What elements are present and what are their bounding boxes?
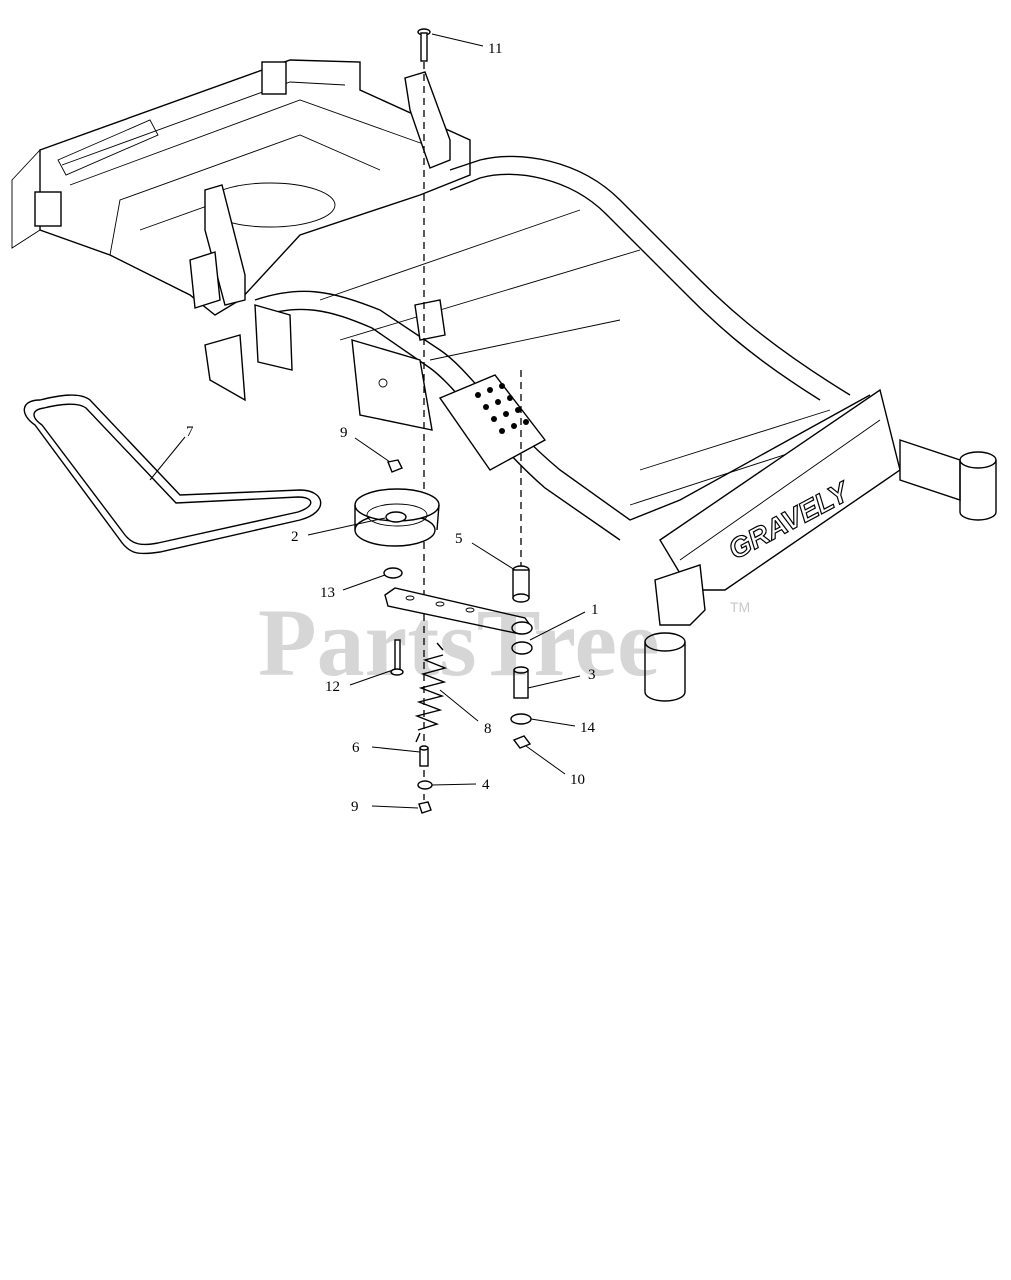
callout-10: 10 <box>570 772 585 788</box>
callout-7: 7 <box>186 424 194 440</box>
callout-13: 13 <box>320 585 335 601</box>
nut-10 <box>512 735 532 749</box>
washer-14 <box>510 713 532 725</box>
watermark-logo: PartsTree <box>258 589 660 696</box>
washer-4 <box>417 780 433 790</box>
bushing-1 <box>511 621 533 655</box>
callout-labels: 11 7 9 2 5 13 1 3 12 8 14 6 4 10 9 <box>186 41 599 815</box>
callout-9-top: 9 <box>340 425 348 441</box>
callout-2: 2 <box>291 529 299 545</box>
pin-6 <box>419 745 429 767</box>
callout-9-bottom: 9 <box>351 799 359 815</box>
spring-8 <box>414 642 448 743</box>
callout-1: 1 <box>591 602 599 618</box>
nut-9-top <box>387 459 403 473</box>
callout-3: 3 <box>588 667 596 683</box>
callout-12: 12 <box>325 679 340 695</box>
callout-6: 6 <box>352 740 360 756</box>
callout-8: 8 <box>484 721 492 737</box>
callout-4: 4 <box>482 777 490 793</box>
perforation-holes <box>475 383 529 434</box>
bolt-12 <box>390 639 404 676</box>
bolt-11 <box>417 28 431 62</box>
callout-5: 5 <box>455 531 463 547</box>
nut-9-bottom <box>418 801 432 814</box>
idler-pulley-2 <box>354 488 440 547</box>
washer-13 <box>383 567 403 579</box>
callout-14: 14 <box>580 720 596 736</box>
watermark-tm: TM <box>730 599 750 615</box>
callout-11: 11 <box>488 41 502 57</box>
drive-belt <box>23 394 322 555</box>
leader-lines <box>149 33 586 809</box>
spacer-3 <box>513 666 529 699</box>
bushing-5 <box>512 565 530 603</box>
